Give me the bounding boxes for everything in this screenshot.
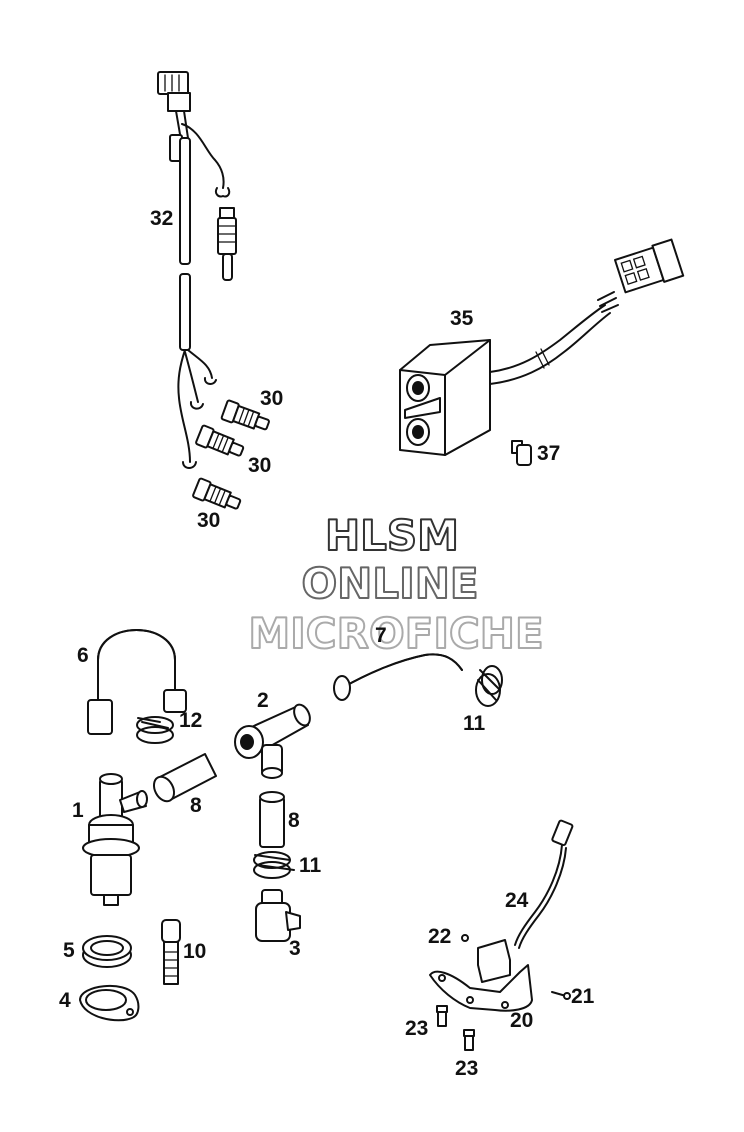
wiring-harness-32[interactable] xyxy=(157,71,231,469)
callout-37: 37 xyxy=(537,442,560,465)
watermark-line2: ONLINE xyxy=(301,559,478,608)
callout-32: 32 xyxy=(150,207,173,230)
nut-22[interactable] xyxy=(461,934,469,942)
elbow-fitting-3[interactable] xyxy=(255,889,301,942)
callout-6: 6 xyxy=(77,644,89,667)
hose-8a[interactable] xyxy=(150,753,217,805)
callout-30b: 30 xyxy=(248,454,271,477)
bracket-20[interactable] xyxy=(429,964,533,1012)
valve-1[interactable] xyxy=(82,773,148,906)
switch-sensor-30a[interactable] xyxy=(220,399,271,435)
callout-35: 35 xyxy=(450,307,474,330)
hose-clamp-11a[interactable] xyxy=(475,665,503,707)
bent-hose-7[interactable] xyxy=(333,653,463,701)
callout-21: 21 xyxy=(571,985,595,1008)
t-fitting-2[interactable] xyxy=(234,702,313,779)
switch-sensor-30b[interactable] xyxy=(195,424,246,461)
u-hose-6[interactable] xyxy=(87,629,187,735)
bolt-10[interactable] xyxy=(161,919,181,985)
callout-8a: 8 xyxy=(190,794,202,817)
callout-24: 24 xyxy=(505,889,529,912)
temp-sensor-32[interactable] xyxy=(217,207,237,281)
callout-12: 12 xyxy=(179,709,202,732)
callout-2: 2 xyxy=(257,689,269,712)
callout-3: 3 xyxy=(289,937,301,960)
callout-8b: 8 xyxy=(288,809,300,832)
callout-1: 1 xyxy=(72,799,84,822)
gasket-4[interactable] xyxy=(79,984,140,1022)
o-ring-5[interactable] xyxy=(82,935,132,968)
callout-30c: 30 xyxy=(197,509,220,532)
callout-4: 4 xyxy=(59,989,71,1012)
hose-8b[interactable] xyxy=(259,791,285,848)
watermark-line1: HLSM xyxy=(325,511,459,560)
callout-5: 5 xyxy=(63,939,75,962)
callout-22: 22 xyxy=(428,925,451,948)
callout-7: 7 xyxy=(375,624,387,647)
screw-23b[interactable] xyxy=(463,1029,475,1051)
callout-labels: 32 30 30 30 35 37 6 12 2 7 11 1 8 8 11 5… xyxy=(59,207,595,1080)
callout-23a: 23 xyxy=(405,1017,428,1040)
callout-11b: 11 xyxy=(299,854,322,877)
watermark-line3: MICROFICHE xyxy=(248,609,543,658)
switch-sensor-30c[interactable] xyxy=(192,477,243,514)
screw-21[interactable] xyxy=(551,991,571,1000)
callout-20: 20 xyxy=(510,1009,533,1032)
callout-11a: 11 xyxy=(463,712,486,735)
regulator-35[interactable] xyxy=(399,238,685,456)
hose-clamp-11b[interactable] xyxy=(253,851,295,879)
sensor-24[interactable] xyxy=(477,819,574,983)
callout-30a: 30 xyxy=(260,387,283,410)
callout-23b: 23 xyxy=(455,1057,478,1080)
watermark: HLSM ONLINE MICROFICHE xyxy=(247,510,544,659)
hose-clamp-12[interactable] xyxy=(136,716,174,744)
screw-23a[interactable] xyxy=(436,1005,448,1027)
screw-37[interactable] xyxy=(511,440,532,466)
callout-10: 10 xyxy=(183,940,206,963)
